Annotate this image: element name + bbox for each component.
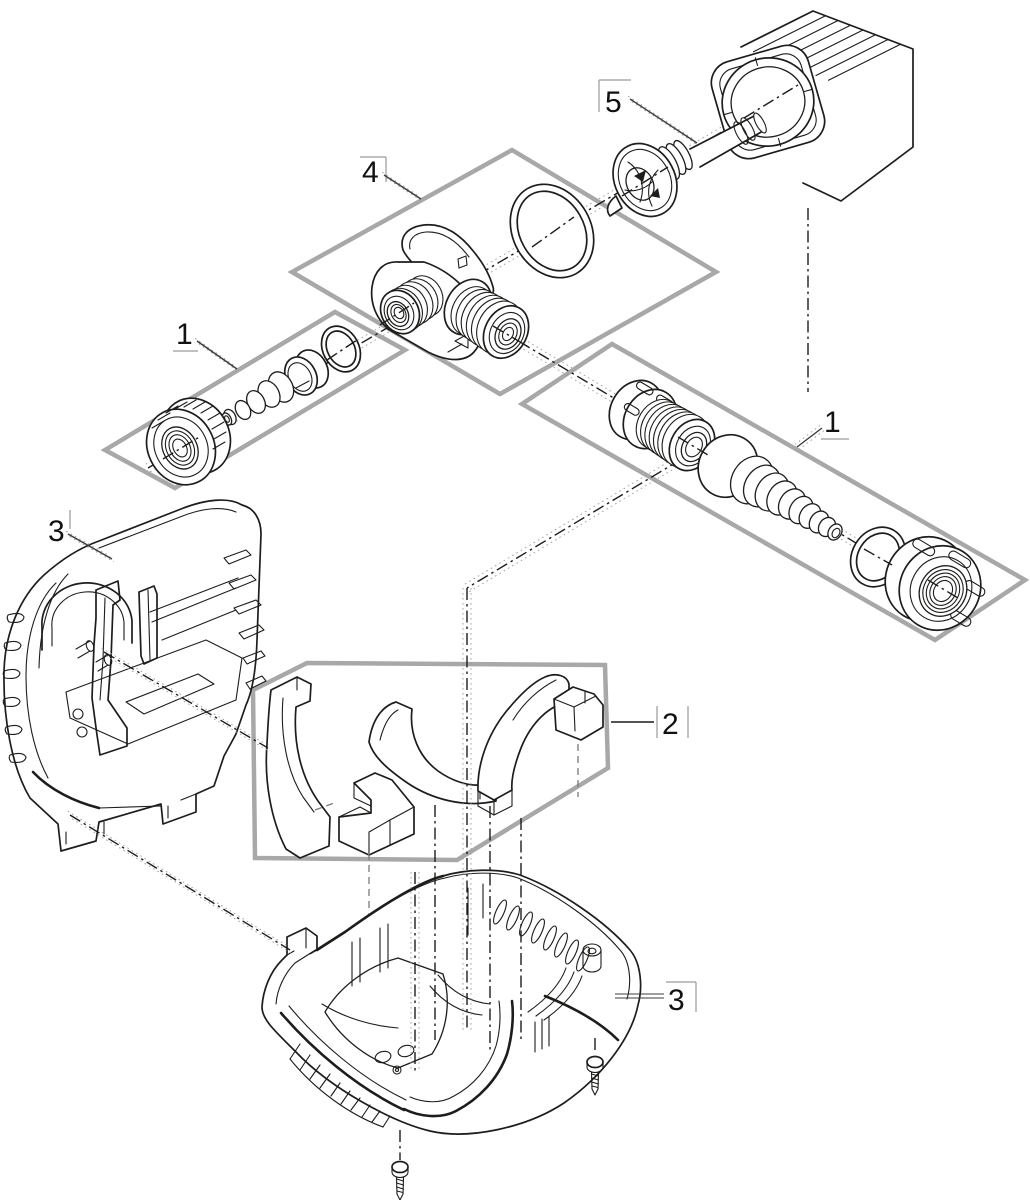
axis-housing-interior	[105, 655, 271, 753]
mount-block-left	[338, 772, 415, 856]
shell-lower-floor	[324, 957, 448, 1069]
callouts: 5 4 1 1 3 2 3	[48, 79, 849, 1017]
group-border-part1-left	[100, 309, 410, 491]
group-border-part4	[287, 147, 721, 397]
casing-shell-upper-part3	[2, 499, 267, 852]
callout-3-bottom-label: 3	[668, 984, 685, 1017]
axis-outlet-right	[497, 333, 967, 615]
shell-lower-bowl	[402, 999, 515, 1118]
callout-1-right-label: 1	[824, 406, 841, 439]
impeller-rotor-part5	[606, 112, 767, 218]
mount-block-right	[553, 686, 604, 741]
callout-4: 4	[360, 156, 424, 203]
callout-5: 5	[598, 79, 700, 147]
callout-3-bottom: 3	[615, 981, 697, 1017]
impeller-disc	[612, 142, 678, 218]
motor-body-outline	[740, 10, 914, 202]
callout-5-label: 5	[605, 86, 622, 119]
casing-shell-lower-part3	[261, 869, 642, 1135]
shell-lower-screw-boss	[582, 943, 602, 973]
screw-bottom	[391, 1160, 409, 1200]
volute-port-right-threaded	[443, 278, 530, 360]
mount-saddle-right	[477, 674, 570, 816]
axis-housing-interior	[103, 651, 269, 749]
callout-1-left: 1	[173, 318, 240, 373]
hose-tail-right	[697, 433, 843, 541]
flange-notches	[723, 57, 813, 147]
union-nut-left	[145, 397, 232, 486]
axis-shells-join	[69, 814, 291, 951]
hose-connector-group-left-part1	[145, 325, 362, 486]
shell-upper-pillar	[91, 580, 128, 756]
shell-upper-arch	[41, 582, 133, 651]
o-ring-small-left	[320, 325, 362, 373]
shell-lower-back-ribs	[351, 883, 484, 987]
group-border-part1-right	[517, 341, 1030, 643]
shell-lower-louvers	[493, 899, 590, 972]
hose-tail-left	[221, 349, 330, 426]
nut-knurl	[151, 399, 227, 450]
callout-1-left-label: 1	[176, 318, 193, 351]
shell-upper-floor	[65, 639, 243, 745]
motor-unit	[710, 10, 914, 202]
shell-upper-outline	[3, 499, 262, 852]
shell-upper-pegs	[75, 640, 113, 672]
union-nut-right	[884, 535, 986, 632]
shell-upper-louvers	[223, 549, 267, 690]
shell-lower-corrugation	[289, 1043, 391, 1128]
axis-drop-diagonal	[466, 447, 701, 589]
shell-lower-outline	[261, 869, 642, 1135]
pump-housing-volute-part4	[370, 223, 530, 361]
shell-upper-rim-slots	[2, 612, 27, 763]
shell-lower-interior-detail	[321, 967, 583, 1029]
group-border-part2	[250, 660, 611, 863]
callout-4-label: 4	[362, 156, 379, 189]
axis-drop-diagonal	[468, 451, 703, 593]
axis-outlet-right	[501, 325, 971, 607]
part-group-borders	[100, 147, 1030, 863]
callout-3-top-label: 3	[48, 515, 65, 548]
axis-housing-interior	[101, 647, 267, 745]
callout-3-top: 3	[48, 510, 115, 563]
axis-shells-join	[71, 818, 293, 955]
o-ring-large	[509, 183, 595, 279]
assembly-axes-over	[67, 84, 959, 1160]
shell-lower-front-rail	[279, 1011, 406, 1112]
axis-shells-join	[67, 810, 289, 947]
axis-drop-diagonal	[464, 443, 699, 585]
callout-2: 2	[611, 706, 689, 741]
hose-connector-group-right-part1	[608, 379, 986, 632]
callout-2-label: 2	[662, 708, 679, 741]
callout-1-right: 1	[794, 406, 849, 450]
rubber-mount-set-part2	[265, 674, 604, 859]
impeller-blade-tip	[606, 195, 623, 217]
mount-bracket-left	[265, 676, 331, 859]
